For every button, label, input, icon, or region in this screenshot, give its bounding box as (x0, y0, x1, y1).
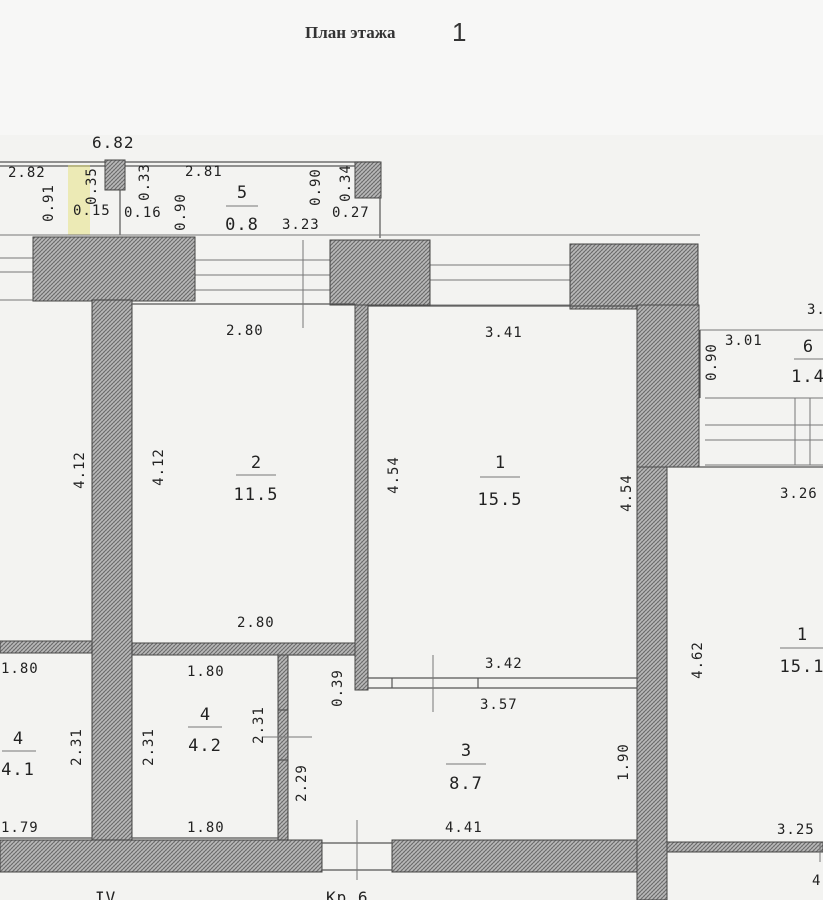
dimension-label: 3.42 (485, 656, 523, 672)
dimension-label: 3.26 (780, 486, 818, 502)
dimension-label: 1.90 (616, 743, 632, 781)
dimension-label: 2.29 (294, 764, 310, 802)
dimension-label: 0.34 (338, 164, 354, 202)
dimension-label: 4.54 (386, 456, 402, 494)
dimension-label: 3.01 (725, 333, 763, 349)
dimension-label: 2.31 (141, 728, 157, 766)
dimension-label: 2.82 (8, 165, 46, 181)
dimension-label: 1.80 (187, 664, 225, 680)
room-1-label: 1 15.5 (478, 453, 523, 510)
window-bands (0, 234, 823, 466)
room-area: 8.7 (449, 774, 483, 794)
room-number: 4 (200, 705, 210, 725)
dimension-label: 0.16 (124, 205, 162, 221)
dimension-label: 0.39 (330, 669, 346, 707)
room-number: 2 (251, 453, 261, 473)
room-5-label: 5 0.8 (225, 183, 259, 235)
floor-number: 1 (452, 17, 466, 47)
room-number: 6 (803, 337, 813, 357)
dimension-label: 0.35 (84, 167, 100, 205)
top-strip (0, 159, 382, 238)
room-number: 3 (461, 741, 471, 761)
dimension-label: 1.79 (1, 820, 39, 836)
vertical-dimensions: 0.35 0.91 0.33 0.90 0.90 0.34 0.90 4.12 … (41, 163, 720, 802)
dimension-label: 3.25 (777, 822, 815, 838)
room-area: 4.2 (188, 736, 222, 756)
dimension-label: 3.41 (485, 325, 523, 341)
room-1-right-label: 1 15.1 (780, 625, 823, 677)
dimension-label: 3. (807, 302, 823, 318)
dimension-label: 4.54 (619, 474, 635, 512)
room-number: 1 (797, 625, 807, 645)
room-outlines (0, 240, 823, 880)
room-number: 5 (237, 183, 247, 203)
axis-mark: IV (95, 888, 116, 900)
dimension-label: 3.57 (480, 697, 518, 713)
horizontal-dimensions: 2.82 2.81 0.15 0.16 0.27 3.23 2.80 3. 4 1 … (1, 164, 823, 889)
dimension-label: 4.41 (445, 820, 483, 836)
room-6-label: 6 1.4 (791, 337, 823, 387)
dimension-label: 2.31 (251, 706, 267, 744)
dimension-label: 2.31 (69, 728, 85, 766)
room-area: 11.5 (234, 485, 279, 505)
room-area: 15.5 (478, 490, 523, 510)
room-number: 1 (495, 453, 505, 473)
dimension-label: 2.80 (226, 323, 264, 339)
plan-title: План этажа (305, 23, 396, 42)
room-3-label: 3 8.7 (446, 741, 486, 794)
room-4-left-label: 4 4.1 (1, 729, 36, 780)
dimension-label: 1.80 (187, 820, 225, 836)
dimension-label: 0.90 (704, 343, 720, 381)
room-area: 1.4 (791, 367, 823, 387)
axis-mark: Кр 6 (326, 888, 369, 900)
dimension-label: 2.81 (185, 164, 223, 180)
walls (0, 236, 823, 900)
dimension-label: 0.27 (332, 205, 370, 221)
dimension-label: 0.91 (41, 184, 57, 222)
dimension-label: 4.62 (690, 641, 706, 679)
dimension-label: 0.15 (73, 203, 111, 219)
dimension-label: 4.12 (151, 448, 167, 486)
dimension-label: 0.90 (308, 168, 324, 206)
dimension-label: 0.33 (137, 163, 153, 201)
dimension-label: 0.90 (173, 193, 189, 231)
dimension-label: 3.23 (282, 217, 320, 233)
dimension-label: 1.80 (1, 661, 39, 677)
dimension-label: 2.80 (237, 615, 275, 631)
room-number: 4 (13, 729, 23, 749)
room-area: 15.1 (780, 657, 823, 677)
room-2-label: 2 11.5 (234, 453, 279, 505)
bottom-marks: IV Кр 6 (95, 888, 369, 900)
room-area: 4.1 (1, 760, 35, 780)
dimension-label: 4.12 (72, 451, 88, 489)
top-dimension-label: 6.82 (92, 133, 135, 152)
dimension-label: 4 (812, 873, 821, 889)
room-area: 0.8 (225, 215, 259, 235)
room-4-label: 4 4.2 (188, 705, 222, 756)
